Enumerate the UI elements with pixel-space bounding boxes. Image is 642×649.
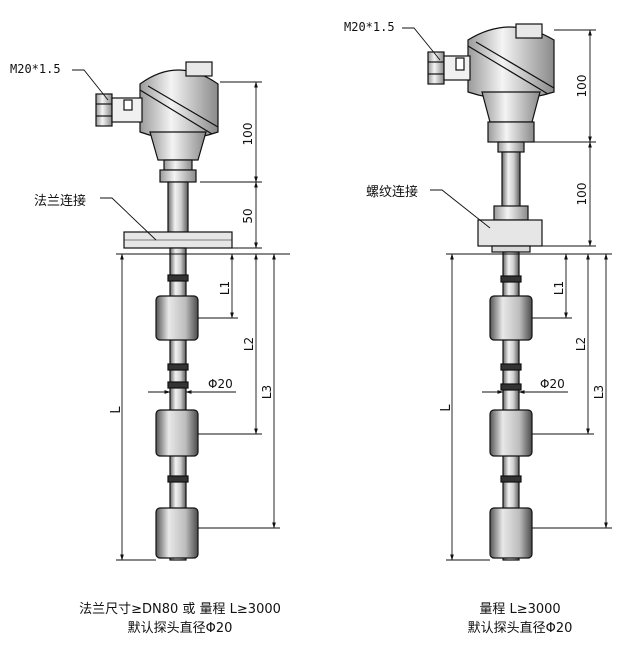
left-caption-line1: 法兰尺寸≥DN80 或 量程 L≥3000 (79, 602, 281, 617)
left-stop-ring (167, 475, 189, 483)
right-cable-gland (427, 51, 471, 85)
right-junction-head (467, 23, 555, 143)
left-sensor-flange (95, 61, 233, 561)
left-dim-l2: L2 (242, 337, 256, 351)
right-stop-ring (500, 275, 522, 283)
right-dimensions (402, 27, 612, 561)
right-stop-ring (500, 475, 522, 483)
right-float (489, 507, 533, 559)
left-dim-l3: L3 (260, 385, 274, 399)
left-stop-ring (167, 274, 189, 282)
left-float (155, 295, 199, 341)
left-thread-label: M20*1.5 (10, 62, 61, 76)
left-dim-l1: L1 (218, 281, 232, 295)
left-float (155, 409, 199, 457)
left-caption-line2: 默认探头直径Φ20 (127, 621, 233, 636)
right-dim-l: L (439, 404, 454, 412)
right-dim-l1: L1 (552, 281, 566, 295)
right-caption: 量程 L≥3000 默认探头直径Φ20 (400, 600, 640, 638)
left-dim-diameter: Φ20 (208, 377, 233, 391)
right-dim-diameter: Φ20 (540, 377, 565, 391)
right-dim-l3: L3 (592, 385, 606, 399)
right-stop-ring (500, 383, 522, 391)
left-cable-gland (95, 93, 143, 127)
left-stop-ring (167, 381, 189, 389)
left-float (155, 507, 199, 559)
right-stop-ring (500, 363, 522, 371)
left-dim-neck: 50 (241, 208, 255, 223)
right-connection-label: 螺纹连接 (366, 184, 418, 200)
right-float (489, 409, 533, 457)
right-caption-line2: 默认探头直径Φ20 (467, 621, 573, 636)
left-dim-l: L (109, 406, 124, 414)
left-dimensions (72, 69, 290, 561)
left-dim-head: 100 (241, 123, 255, 146)
left-caption: 法兰尺寸≥DN80 或 量程 L≥3000 默认探头直径Φ20 (60, 600, 300, 638)
right-dim-l2: L2 (574, 337, 588, 351)
right-thread-fitting (477, 219, 543, 247)
right-sensor-thread (427, 23, 555, 561)
left-stop-ring (167, 363, 189, 371)
left-junction-head (139, 61, 219, 161)
right-float (489, 295, 533, 341)
right-caption-line1: 量程 L≥3000 (479, 602, 561, 617)
left-neck-nut (159, 169, 197, 183)
left-connection-label: 法兰连接 (34, 193, 86, 209)
right-dim-head: 100 (575, 75, 589, 98)
right-dim-neck: 100 (575, 183, 589, 206)
right-thread-label: M20*1.5 (344, 20, 395, 34)
